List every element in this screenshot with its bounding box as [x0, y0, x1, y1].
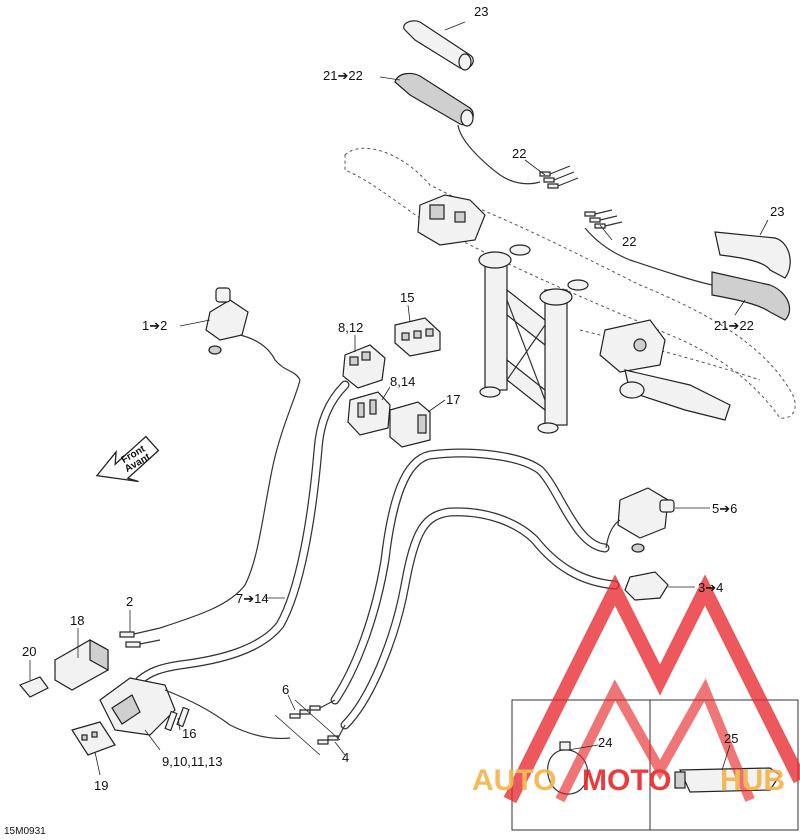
- left-switch-housing: [417, 194, 486, 246]
- watermark-part3: HUB: [720, 764, 785, 797]
- connector-9-13: [99, 677, 291, 740]
- label-15: 15: [400, 290, 414, 305]
- pins-16: [164, 706, 190, 732]
- handlebar-riser: [478, 244, 589, 434]
- right-grip-23: [714, 231, 791, 279]
- front-arrow: Front Avant: [95, 435, 160, 483]
- terminals-22-top: [539, 165, 579, 189]
- brake-master-cylinder: [599, 319, 731, 421]
- connector-15: [394, 317, 441, 357]
- terminals-2: [119, 627, 161, 648]
- terminals-22-right: [584, 209, 623, 229]
- label-23-right: 23: [770, 204, 784, 219]
- figure-code: 15M0931: [4, 826, 46, 837]
- label-1-2: 1➔2: [142, 318, 167, 333]
- connector-8-12: [342, 344, 386, 389]
- label-21-22-right: 21➔22: [714, 318, 754, 333]
- connector-20: [19, 676, 49, 698]
- terminals-4: [317, 724, 346, 745]
- label-21-22-top: 21➔22: [323, 68, 363, 83]
- label-25: 25: [724, 731, 738, 746]
- watermark-part2: MOTO: [582, 764, 671, 797]
- label-6: 6: [282, 682, 289, 697]
- label-16: 16: [182, 726, 196, 741]
- leader-lines: [29, 21, 769, 776]
- left-grip-23: [403, 20, 474, 71]
- connector-19: [71, 721, 116, 756]
- label-22-b: 22: [622, 234, 636, 249]
- callout-labels: 23 21➔22 22 22 23 21➔22 1➔2 8,12 15 8,14…: [4, 4, 784, 837]
- switch-5-6: [605, 487, 675, 553]
- grease-tube-25: [674, 767, 781, 793]
- label-19: 19: [94, 778, 108, 793]
- connector-17: [389, 401, 431, 448]
- label-9-10-11-13: 9,10,11,13: [162, 754, 222, 769]
- label-5-6: 5➔6: [712, 501, 737, 516]
- watermark: AUTO MOTO HUB: [472, 574, 800, 804]
- terminals-6: [289, 699, 336, 719]
- label-18: 18: [70, 613, 84, 628]
- label-22-a: 22: [512, 146, 526, 161]
- wiring-harness-7-14: [135, 379, 350, 685]
- label-2: 2: [126, 594, 133, 609]
- label-24: 24: [598, 735, 612, 750]
- connector-18: [54, 638, 109, 691]
- switch-1-2: [205, 287, 301, 381]
- label-8-14: 8,14: [390, 374, 415, 389]
- label-23-top: 23: [474, 4, 488, 19]
- watermark-part1: AUTO: [472, 764, 556, 797]
- right-grip-heater-21: [584, 227, 791, 321]
- harness-lower-right: [330, 448, 620, 730]
- label-7-14: 7➔14: [236, 591, 269, 606]
- label-17: 17: [446, 392, 460, 407]
- label-20: 20: [22, 644, 36, 659]
- plug-3-4: [624, 571, 669, 601]
- connector-8-14: [347, 391, 391, 436]
- label-4: 4: [342, 750, 349, 765]
- label-8-12: 8,12: [338, 320, 363, 335]
- left-grip-heater-21: [394, 72, 541, 185]
- label-3-4: 3➔4: [698, 580, 723, 595]
